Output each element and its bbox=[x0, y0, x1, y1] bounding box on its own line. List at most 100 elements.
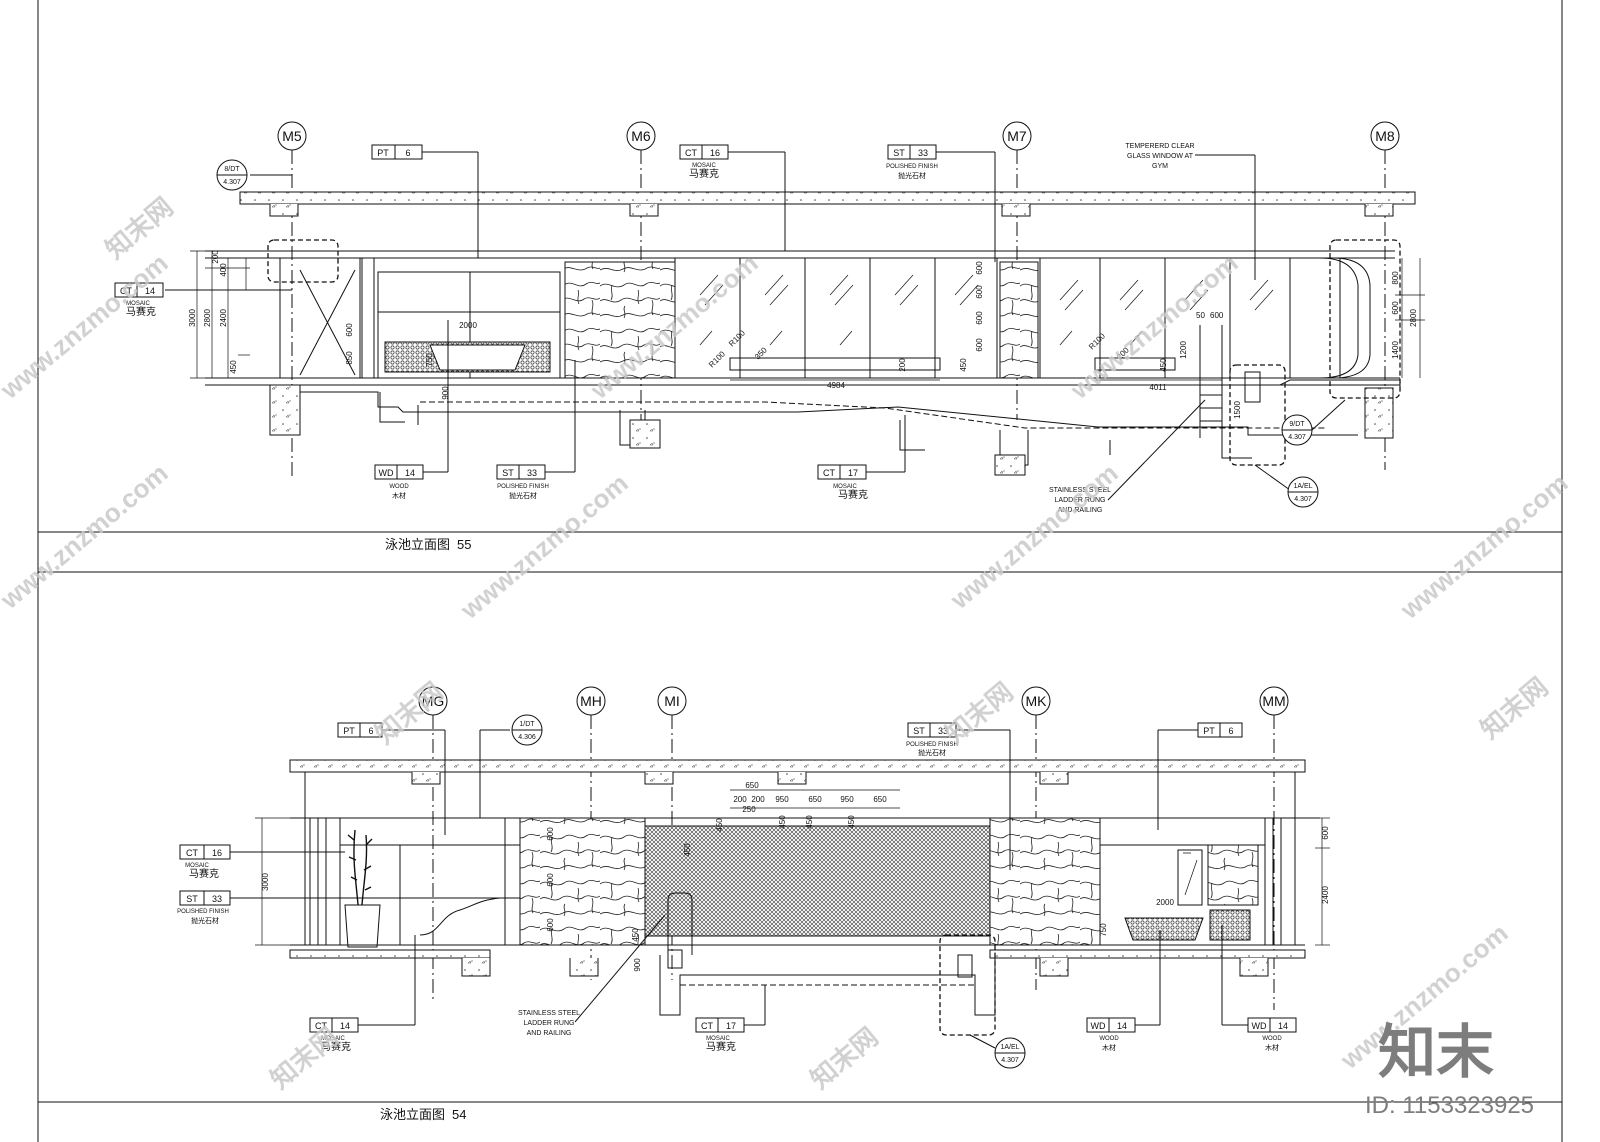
svg-text:ST: ST bbox=[913, 726, 925, 736]
svg-text:LADDER RUNG: LADDER RUNG bbox=[524, 1020, 575, 1027]
svg-text:马赛克: 马赛克 bbox=[189, 867, 219, 880]
svg-text:14: 14 bbox=[340, 1021, 350, 1031]
svg-text:POLISHED FINISH: POLISHED FINISH bbox=[177, 909, 229, 915]
svg-text:LADDER RUNG: LADDER RUNG bbox=[1055, 497, 1106, 504]
svg-text:17: 17 bbox=[726, 1021, 736, 1031]
svg-text:知末网: 知末网 bbox=[100, 191, 179, 264]
elevation-view-55: M5 M6 M7 M8 bbox=[114, 121, 1425, 552]
dims bbox=[255, 789, 1330, 946]
image-id: ID: 1153323925 bbox=[1365, 1092, 1534, 1119]
svg-text:马赛克: 马赛克 bbox=[321, 1040, 351, 1053]
elevation-view-54: MG MH MI MK MM bbox=[177, 686, 1330, 1122]
tag-ct-14-left: CT 14 MOSAIC 马赛克 bbox=[114, 282, 292, 318]
note-ladder-bottom: STAINLESS STEEL LADDER RUNG AND RAILING bbox=[518, 914, 666, 1037]
dim-depth: 900 bbox=[633, 958, 642, 972]
watermark-layer: www.znzmo.com 知末网 www.znzmo.com www.znzm… bbox=[0, 191, 1574, 1094]
svg-text:抛光石材: 抛光石材 bbox=[918, 748, 946, 757]
stone-panel-right-b bbox=[1207, 844, 1259, 906]
dim-r-e: 50 bbox=[1196, 311, 1205, 320]
svg-text:POLISHED FINISH: POLISHED FINISH bbox=[497, 484, 549, 490]
detail-callout-ladder bbox=[1229, 364, 1286, 466]
dim-right-total: 2800 bbox=[1409, 309, 1418, 327]
dim-col-c: 600 bbox=[975, 311, 984, 325]
grid-label-m7: M7 bbox=[1007, 128, 1027, 144]
svg-text:PT: PT bbox=[1203, 726, 1215, 736]
svg-text:抛光石材: 抛光石材 bbox=[509, 491, 537, 500]
svg-text:知末网: 知末网 bbox=[940, 676, 1019, 749]
brand-logo: 知末 ID: 1153323925 bbox=[1365, 1020, 1534, 1119]
svg-text:ST: ST bbox=[186, 894, 198, 904]
tag-ct-14: CT 14 MOSAIC 马赛克 bbox=[309, 935, 416, 1053]
stone-panel-left bbox=[519, 817, 646, 946]
dim-left-mid: 2800 bbox=[203, 309, 212, 327]
view-number-55: 55 bbox=[457, 537, 471, 552]
dim-top-c: 200 bbox=[751, 795, 765, 804]
svg-text:4.307: 4.307 bbox=[1001, 1057, 1019, 1064]
tag-st-33-top: ST 33 POLISHED FINISH 抛光石材 bbox=[906, 722, 1011, 870]
tag-wd-14-a: WD 14 WOOD 木材 bbox=[1086, 930, 1161, 1052]
left-wall-opening bbox=[279, 257, 561, 379]
svg-text:抛光石材: 抛光石材 bbox=[191, 916, 219, 925]
svg-text:14: 14 bbox=[1117, 1021, 1127, 1031]
svg-text:知末网: 知末网 bbox=[265, 1021, 344, 1094]
dim-v-d: 450 bbox=[847, 815, 856, 829]
svg-text:马赛克: 马赛克 bbox=[838, 488, 868, 501]
svg-text:16: 16 bbox=[710, 148, 720, 158]
tag-st-33: ST 33 POLISHED FINISH 抛光石材 bbox=[886, 144, 996, 262]
dim-right-c: 1400 bbox=[1391, 341, 1400, 359]
svg-text:WD: WD bbox=[379, 468, 394, 478]
dim-left-c: 450 bbox=[229, 360, 238, 374]
dim-col-d: 600 bbox=[975, 338, 984, 352]
dim-right-b: 2400 bbox=[1321, 886, 1330, 904]
ceiling-slab bbox=[289, 759, 1306, 785]
view-number-54: 54 bbox=[452, 1107, 466, 1122]
svg-text:CT: CT bbox=[315, 1021, 327, 1031]
svg-text:GYM: GYM bbox=[1152, 163, 1168, 170]
dim-v-b: 450 bbox=[778, 815, 787, 829]
ref-bubble-1-dt: 1/DT 4.306 bbox=[479, 714, 543, 818]
svg-text:www.znzmo.com: www.znzmo.com bbox=[454, 468, 634, 626]
dim-top-a: 650 bbox=[745, 781, 759, 790]
svg-text:6: 6 bbox=[1228, 726, 1233, 736]
svg-text:1A/EL: 1A/EL bbox=[1000, 1044, 1019, 1051]
svg-text:14: 14 bbox=[405, 468, 415, 478]
svg-text:WOOD: WOOD bbox=[1262, 1036, 1282, 1042]
svg-text:AND RAILING: AND RAILING bbox=[1058, 507, 1103, 514]
tag-st-33-left: ST 33 POLISHED FINISH 抛光石材 bbox=[177, 890, 345, 925]
dim-v-a: 450 bbox=[715, 818, 724, 832]
dim-left-outer: 3000 bbox=[188, 309, 197, 327]
grid-axes: M5 M6 M7 M8 bbox=[277, 121, 1400, 478]
svg-text:MOSAIC: MOSAIC bbox=[185, 863, 209, 869]
step-left bbox=[729, 357, 941, 371]
dim-r-g: 1500 bbox=[1233, 401, 1242, 419]
dims-left bbox=[190, 250, 260, 379]
dim-wall-d: 450 bbox=[631, 928, 640, 942]
dim-step-a: R100 bbox=[727, 328, 747, 348]
tag-pt-6: PT 6 bbox=[371, 144, 479, 258]
svg-text:6: 6 bbox=[368, 726, 373, 736]
tag-st-33-bottom: ST 33 POLISHED FINISH 抛光石材 bbox=[496, 360, 576, 500]
svg-text:1/DT: 1/DT bbox=[519, 721, 535, 728]
svg-text:9/DT: 9/DT bbox=[1289, 421, 1305, 428]
svg-text:www.znzmo.com: www.znzmo.com bbox=[1064, 248, 1244, 406]
svg-text:www.znzmo.com: www.znzmo.com bbox=[1394, 468, 1574, 626]
svg-text:14: 14 bbox=[145, 286, 155, 296]
svg-text:GLASS WINDOW AT: GLASS WINDOW AT bbox=[1127, 153, 1194, 160]
note-glass-window: TEMPERERD CLEAR GLASS WINDOW AT GYM bbox=[1125, 143, 1256, 280]
svg-text:4.307: 4.307 bbox=[1294, 496, 1312, 503]
pool-ladder bbox=[667, 892, 693, 969]
grid-label-mg: MG bbox=[422, 693, 445, 709]
dim-tub-a: 600 bbox=[345, 323, 354, 337]
tag-ct-17: CT 17 MOSAIC 马赛克 bbox=[817, 415, 906, 501]
svg-text:4.307: 4.307 bbox=[223, 179, 241, 186]
svg-text:4.306: 4.306 bbox=[518, 734, 536, 741]
svg-text:知末网: 知末网 bbox=[805, 1021, 884, 1094]
detail-callout-right bbox=[1329, 239, 1401, 399]
dim-tub-c: 750 bbox=[425, 353, 434, 367]
stone-panel-a bbox=[564, 261, 676, 379]
ref-bubble-1a-el-bottom: 1A/EL 4.307 bbox=[969, 1034, 1026, 1069]
grid-label-m5: M5 bbox=[282, 128, 302, 144]
dim-right-a: 800 bbox=[1391, 271, 1400, 285]
mosaic-wall bbox=[644, 825, 991, 937]
